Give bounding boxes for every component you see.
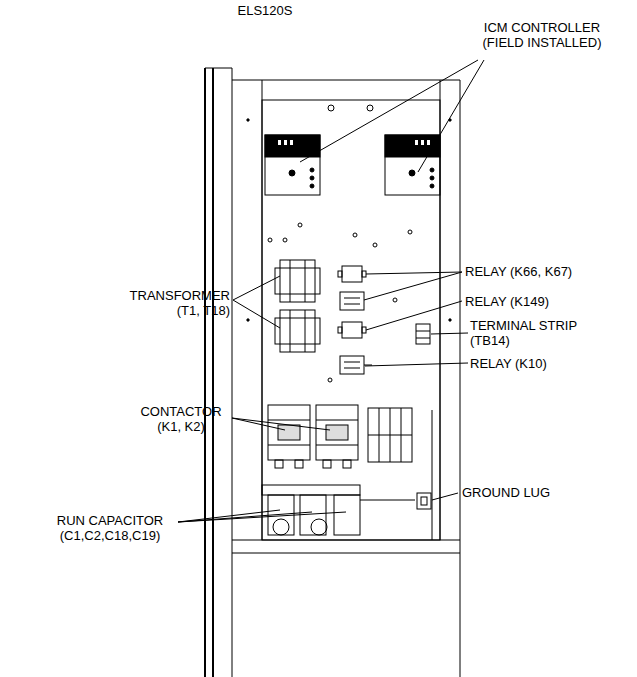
callout-label: GROUND LUG: [462, 485, 612, 500]
callout-label: CONTACTOR (K1, K2): [132, 404, 230, 434]
relays: [338, 266, 372, 374]
callout-label: RELAY (K66, K67): [465, 264, 625, 279]
callout-label: RELAY (K149): [465, 294, 625, 309]
callout-label: TRANSFORMER (T1, T18): [118, 288, 230, 318]
icm-controllers: [265, 135, 440, 195]
terminal-strip: [416, 324, 430, 344]
callout-label: RELAY (K10): [470, 356, 620, 371]
callout-label: ICM CONTROLLER (FIELD INSTALLED): [467, 20, 617, 50]
diagram-title: ELS120S: [210, 3, 320, 18]
transformers: [275, 260, 320, 352]
cabinet-outline: [205, 68, 460, 677]
run-capacitors: [262, 485, 415, 535]
callout-label: TERMINAL STRIP (TB14): [470, 318, 598, 348]
ground-lug: [417, 493, 431, 509]
callout-label: RUN CAPACITOR (C1,C2,C18,C19): [44, 513, 176, 543]
